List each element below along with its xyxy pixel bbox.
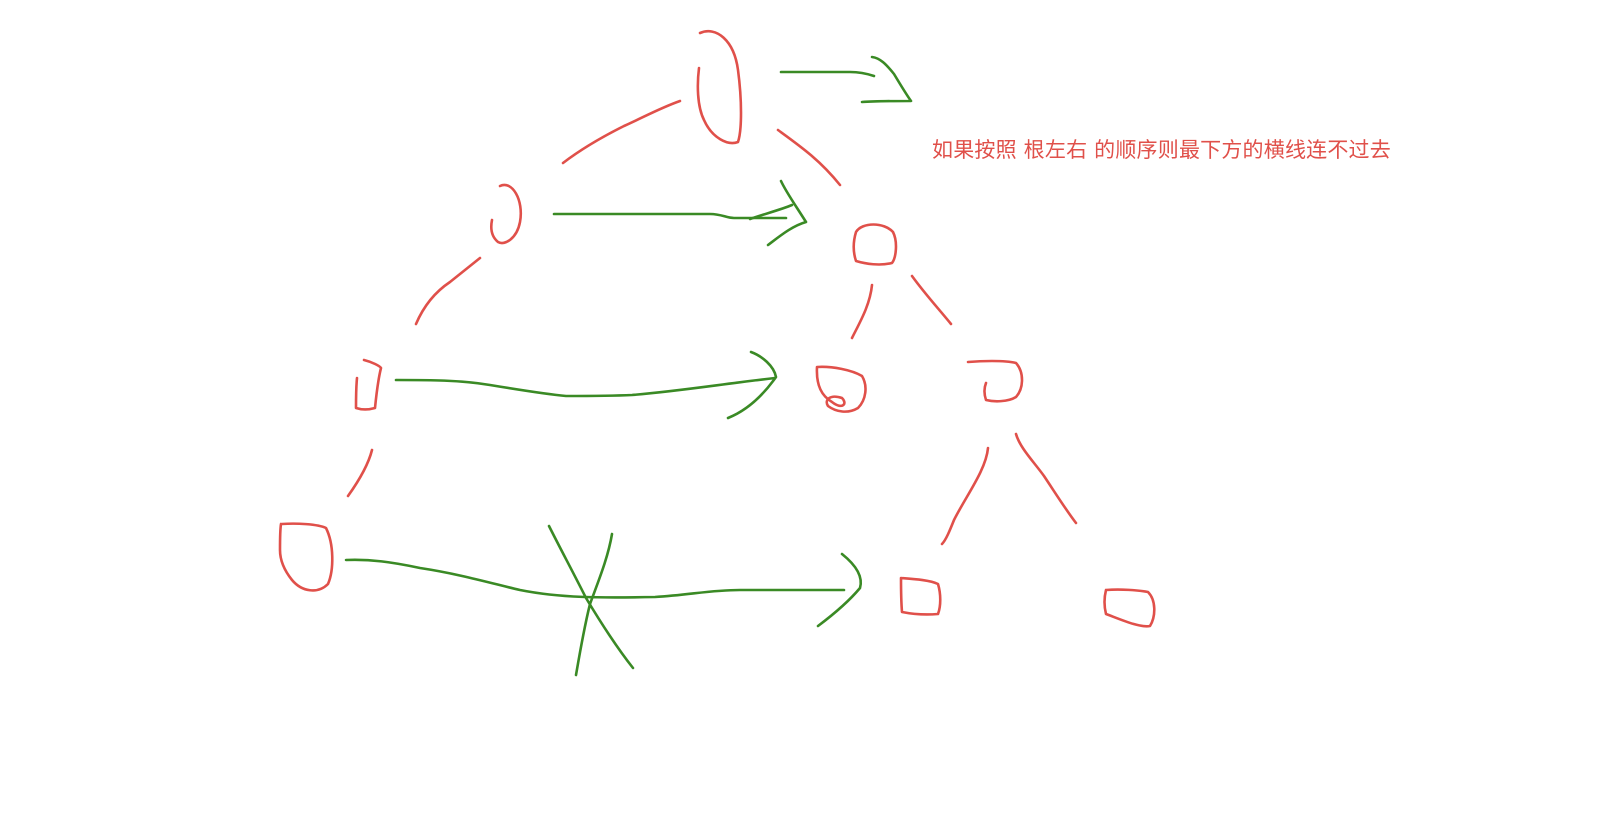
level-arrow-0-head bbox=[860, 55, 913, 104]
tree-edge-right1-left bbox=[850, 283, 874, 340]
annotation-text: 如果按照 根左右 的顺序则最下方的横线连不过去 bbox=[932, 138, 1391, 162]
cross-mark-stroke-1 bbox=[547, 524, 635, 670]
tree-node-rr-left bbox=[899, 576, 942, 616]
level-arrow-0-line bbox=[779, 70, 876, 78]
tree-node-right-1 bbox=[852, 223, 898, 266]
tree-node-root bbox=[696, 30, 743, 145]
tree-edge-root-right bbox=[776, 128, 842, 187]
level-arrow-2-line bbox=[394, 376, 777, 398]
cross-mark-stroke-2 bbox=[574, 532, 614, 677]
tree-node-left-1 bbox=[489, 183, 523, 245]
tree-edge-left1-left2 bbox=[414, 256, 482, 326]
tree-node-left-2 bbox=[354, 358, 383, 411]
tree-node-right-1-right bbox=[966, 359, 1024, 403]
tree-edge-rr-left bbox=[940, 446, 990, 546]
tree-edge-rr-right bbox=[1014, 432, 1078, 525]
tree-node-right-1-left bbox=[815, 365, 867, 413]
tree-edge-right1-right bbox=[910, 274, 953, 326]
tree-edge-left2-left3 bbox=[346, 448, 374, 498]
level-arrow-3-head bbox=[816, 552, 863, 628]
tree-node-rr-right bbox=[1103, 588, 1156, 628]
level-arrow-3-line bbox=[344, 558, 846, 599]
tree-edge-root-left bbox=[561, 99, 682, 165]
level-arrow-2-head bbox=[726, 350, 778, 420]
tree-node-left-3 bbox=[278, 522, 334, 592]
level-arrow-1-head bbox=[748, 179, 808, 247]
